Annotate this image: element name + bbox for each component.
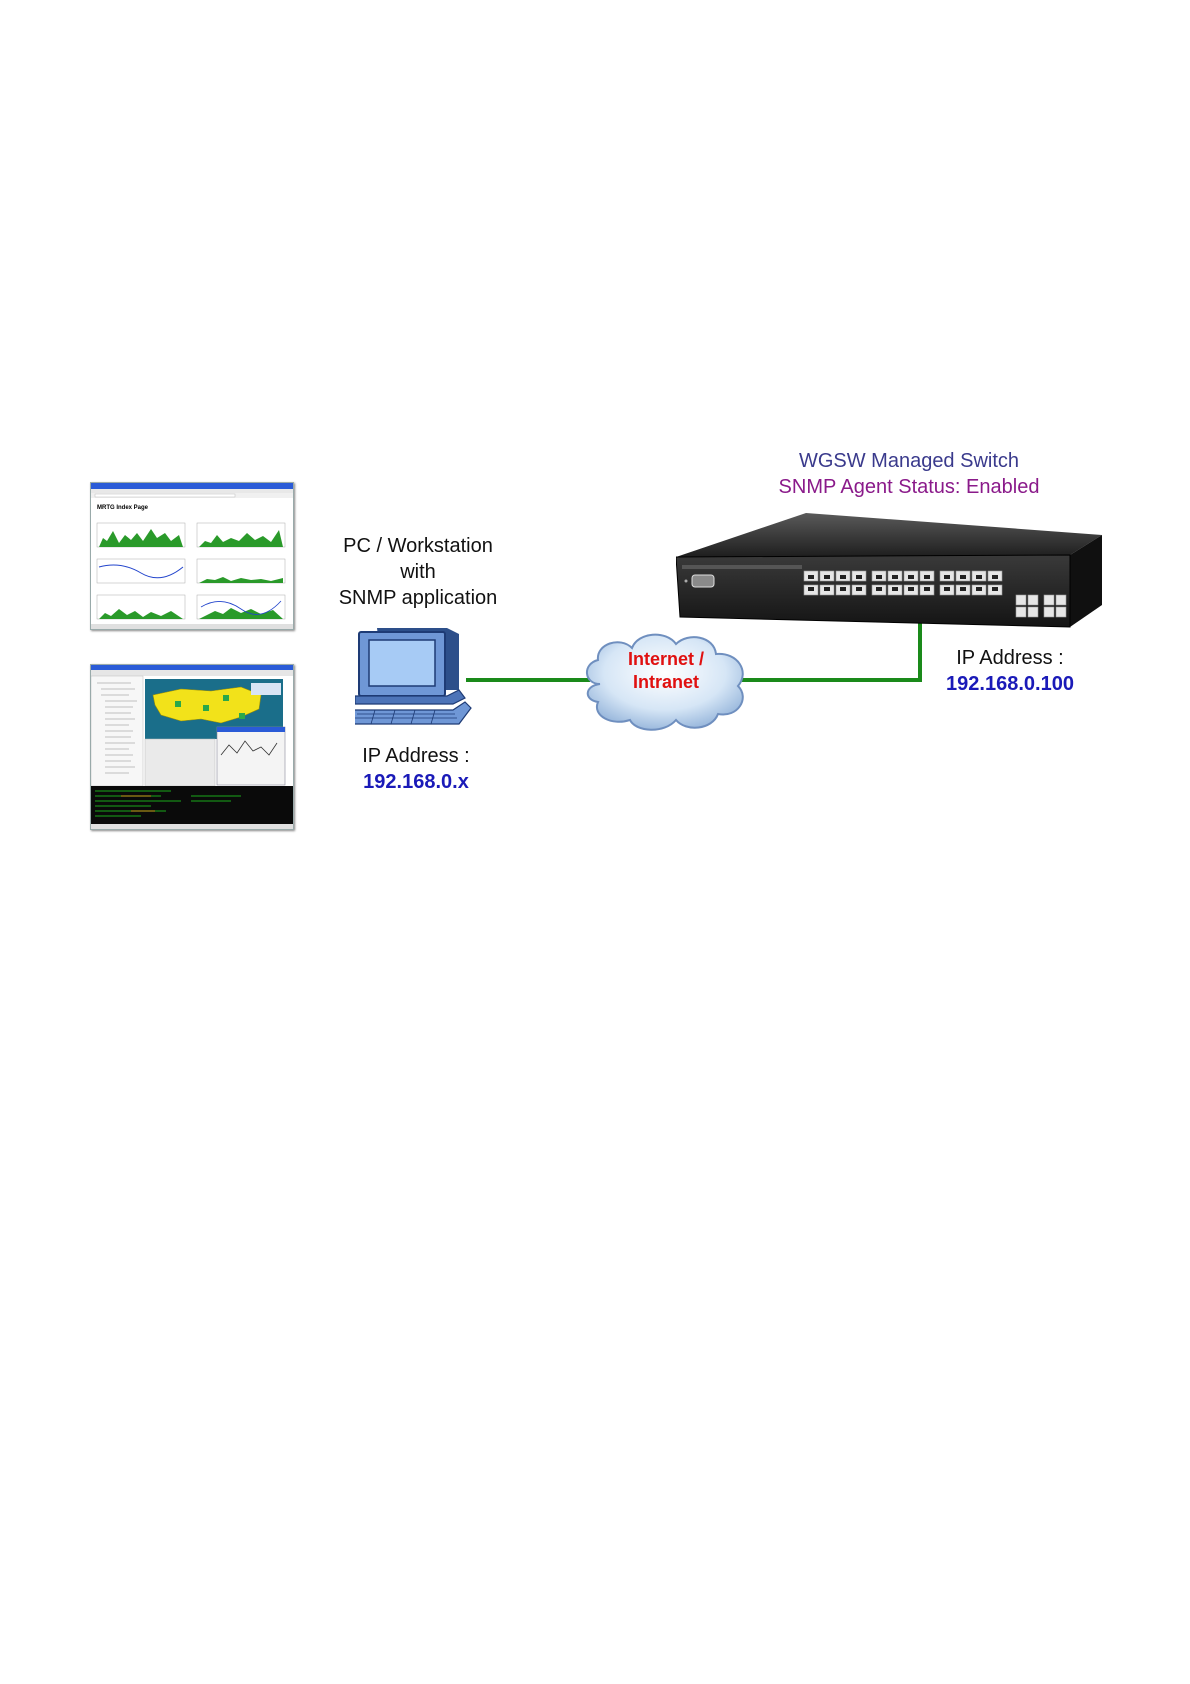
pc-ip-label: IP Address :: [316, 743, 516, 769]
cloud-label-line1: Internet /: [600, 648, 732, 671]
switch-ip-block: IP Address : 192.168.0.100: [910, 645, 1110, 697]
switch-ip-label: IP Address :: [910, 645, 1110, 671]
pc-ip-block: IP Address : 192.168.0.x: [316, 743, 516, 795]
cloud-label: Internet / Intranet: [600, 648, 732, 694]
pc-caption: PC / Workstation with SNMP application: [318, 533, 518, 611]
cloud-label-line2: Intranet: [600, 671, 732, 694]
pc-caption-line3: SNMP application: [318, 585, 518, 611]
switch-header: WGSW Managed Switch SNMP Agent Status: E…: [744, 448, 1074, 500]
pc-ip-value: 192.168.0.x: [316, 769, 516, 795]
switch-title: WGSW Managed Switch: [744, 448, 1074, 474]
switch-ip-value: 192.168.0.100: [910, 671, 1110, 697]
pc-caption-line1: PC / Workstation: [318, 533, 518, 559]
pc-caption-line2: with: [318, 559, 518, 585]
managed-switch-icon: [676, 505, 1106, 635]
switch-status: SNMP Agent Status: Enabled: [744, 474, 1074, 500]
pc-workstation-icon: [355, 624, 475, 728]
